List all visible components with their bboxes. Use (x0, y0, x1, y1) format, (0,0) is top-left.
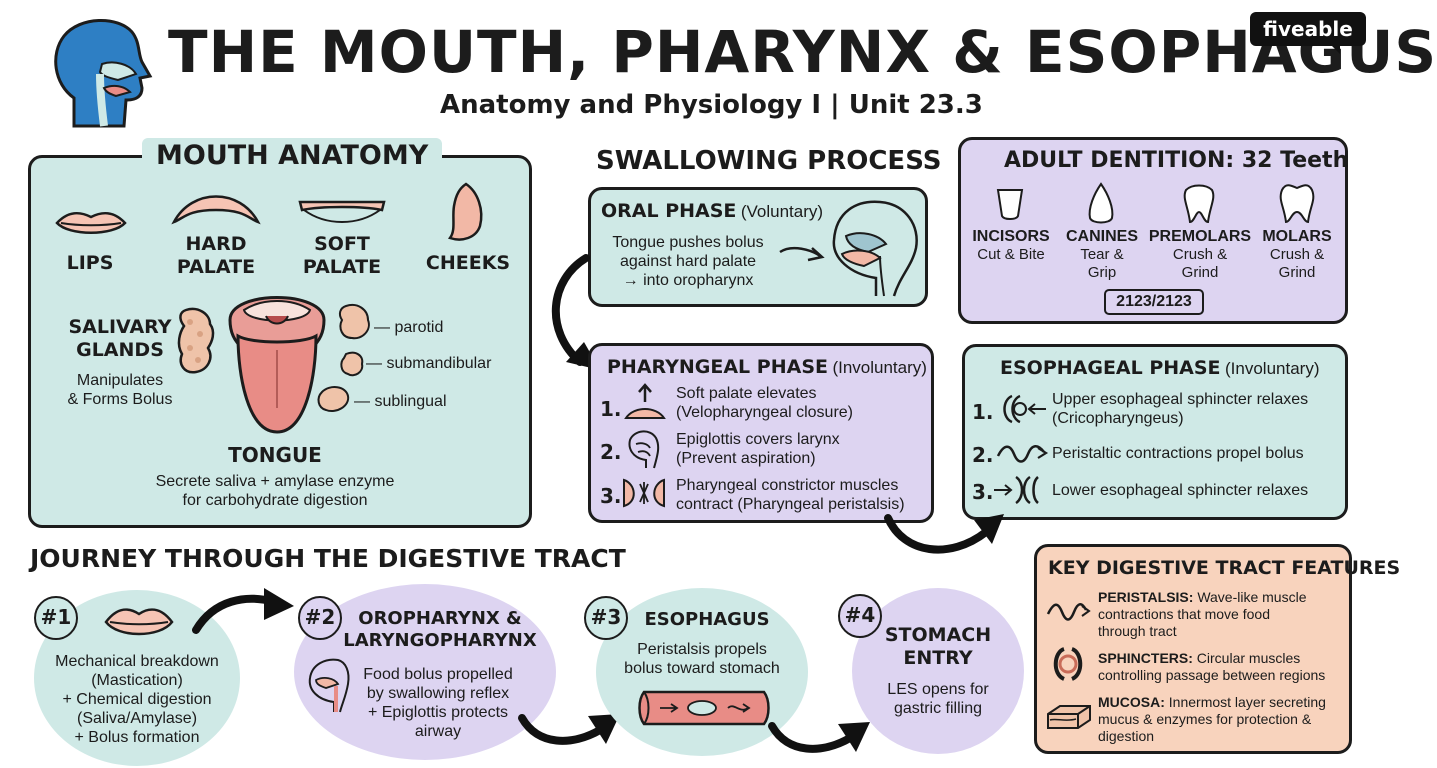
hard-palate-icon (171, 195, 261, 225)
secrete-saliva-text: Secrete saliva + amylase enzyme for carb… (155, 473, 395, 509)
epiglottis-icon (628, 430, 660, 469)
incisor-icon (996, 189, 1024, 220)
feature-mucosa-text: MUCOSA: Innermost layer secreting mucus … (1098, 694, 1326, 744)
sublingual-gland-icon (317, 386, 350, 412)
pharyngeal-phase-panel (588, 343, 934, 523)
journey-stage-4-title: STOMACH ENTRY (884, 624, 992, 669)
soft-palate-elevate-icon (624, 383, 666, 419)
journey-stage-2-number: #2 (298, 596, 342, 640)
soft-palate-icon (298, 200, 386, 223)
salivary-gland-icon (177, 307, 215, 374)
cheek-icon (447, 182, 483, 241)
esophageal-step-3-number: 3. (972, 480, 994, 504)
canines-label: CANINES Tear & Grip (1065, 228, 1138, 281)
pharyngeal-step-1-text: Soft palate elevates (Velopharyngeal clo… (676, 385, 853, 421)
head-profile-icon (54, 19, 153, 128)
arrow-stage-1-to-2 (192, 588, 294, 634)
incisors-label: INCISORS Cut & Bite (972, 228, 1050, 263)
page-title: THE MOUTH, PHARYNX & ESOPHAGUS (168, 18, 1437, 86)
arrow-pharyngeal-to-esophageal (884, 514, 1004, 554)
open-mouth-tongue-icon (228, 296, 326, 434)
pharyngeal-step-1-number: 1. (600, 397, 622, 421)
journey-stage-4-number: #4 (838, 594, 882, 638)
upper-sphincter-icon (1003, 394, 1046, 424)
lips-label: LIPS (66, 252, 114, 274)
journey-stage-1-number: #1 (34, 596, 78, 640)
esophageal-step-2-text: Peristaltic contractions propel bolus (1052, 445, 1304, 462)
constrictor-muscle-icon (623, 478, 665, 508)
journey-stage-2-title: OROPHARYNX & LARYNGOPHARYNX (343, 608, 537, 651)
esophageal-phase-panel (962, 344, 1348, 520)
pharyngeal-step-2-text: Epiglottis covers larynx (Prevent aspira… (676, 431, 840, 467)
journey-stage-1-text: Mechanical breakdown (Mastication) + Che… (55, 653, 219, 746)
key-features-title: KEY DIGESTIVE TRACT FEATURES (1048, 557, 1401, 579)
oral-phase-head-icon (779, 200, 918, 297)
sphincter-ring-icon (1053, 647, 1083, 681)
pharyngeal-step-3-number: 3. (600, 484, 622, 508)
parotid-gland-icon (338, 304, 370, 340)
journey-lips-icon (104, 608, 174, 636)
submandibular-gland-icon (340, 351, 364, 377)
hard-palate-label: HARD PALATE (176, 233, 256, 278)
pharyngeal-phase-title: PHARYNGEAL PHASE (Involuntary) (607, 356, 927, 378)
swallowing-process-title: SWALLOWING PROCESS (596, 146, 942, 176)
esophageal-step-3-text: Lower esophageal sphincter relaxes (1052, 482, 1309, 499)
journey-stage-3-number: #3 (584, 596, 628, 640)
canine-icon (1088, 182, 1114, 224)
arrow-stage-3-to-4 (768, 722, 870, 753)
journey-pharynx-head-icon (308, 658, 350, 713)
premolar-icon (1183, 184, 1215, 224)
pharyngeal-step-3-text: Pharyngeal constrictor muscles contract … (676, 477, 905, 513)
journey-stage-4-text: LES opens for gastric filling (887, 681, 989, 717)
esophagus-tube-icon (638, 690, 770, 726)
pharyngeal-step-2-number: 2. (600, 440, 622, 464)
mucosa-layer-icon (1047, 705, 1091, 729)
brand-logo-tail (1330, 44, 1340, 54)
journey-stage-3-text: Peristalsis propels bolus toward stomach (624, 641, 780, 677)
molar-icon (1279, 184, 1315, 224)
lower-sphincter-icon (994, 475, 1039, 505)
lips-icon (55, 212, 127, 234)
submandibular-label: — submandibular (366, 355, 492, 372)
journey-title: JOURNEY THROUGH THE DIGESTIVE TRACT (30, 544, 626, 573)
cheeks-label: CHEEKS (425, 252, 511, 274)
dental-formula: 2123/2123 (1104, 289, 1204, 315)
oral-phase-text: Tongue pushes bolus against hard palate … (612, 234, 764, 289)
tongue-label: TONGUE (228, 443, 322, 467)
soft-palate-label: SOFT PALATE (302, 233, 382, 278)
parotid-label: — parotid (374, 319, 444, 336)
page-subtitle: Anatomy and Physiology I | Unit 23.3 (440, 90, 983, 120)
manipulates-text: Manipulates & Forms Bolus (67, 372, 173, 408)
feature-peristalsis-text: PERISTALSIS: Wave-like muscle contractio… (1098, 589, 1307, 639)
brand-logo: fiveable (1250, 12, 1366, 46)
premolars-label: PREMOLARS Crush & Grind (1148, 228, 1252, 281)
molars-label: MOLARS Crush & Grind (1262, 228, 1332, 281)
arrow-stage-2-to-3 (518, 714, 620, 745)
adult-dentition-title: ADULT DENTITION: 32 Teeth (1004, 148, 1349, 173)
sublingual-label: — sublingual (354, 393, 447, 410)
salivary-glands-label: SALIVARY GLANDS (68, 316, 172, 361)
peristaltic-wave-icon (996, 445, 1049, 463)
mouth-anatomy-title: MOUTH ANATOMY (142, 138, 443, 174)
esophageal-step-2-number: 2. (972, 443, 994, 467)
journey-stage-3-title: ESOPHAGUS (644, 609, 770, 630)
peristalsis-wave-icon (1046, 603, 1091, 621)
journey-stage-2-text: Food bolus propelled by swallowing refle… (363, 666, 513, 740)
esophageal-step-1-text: Upper esophageal sphincter relaxes (Cric… (1052, 391, 1309, 427)
oral-phase-title: ORAL PHASE (Voluntary) (601, 200, 824, 222)
esophageal-step-1-number: 1. (972, 400, 994, 424)
esophageal-phase-title: ESOPHAGEAL PHASE (Involuntary) (1000, 357, 1320, 379)
feature-sphincters-text: SPHINCTERS: Circular muscles controlling… (1098, 650, 1326, 683)
